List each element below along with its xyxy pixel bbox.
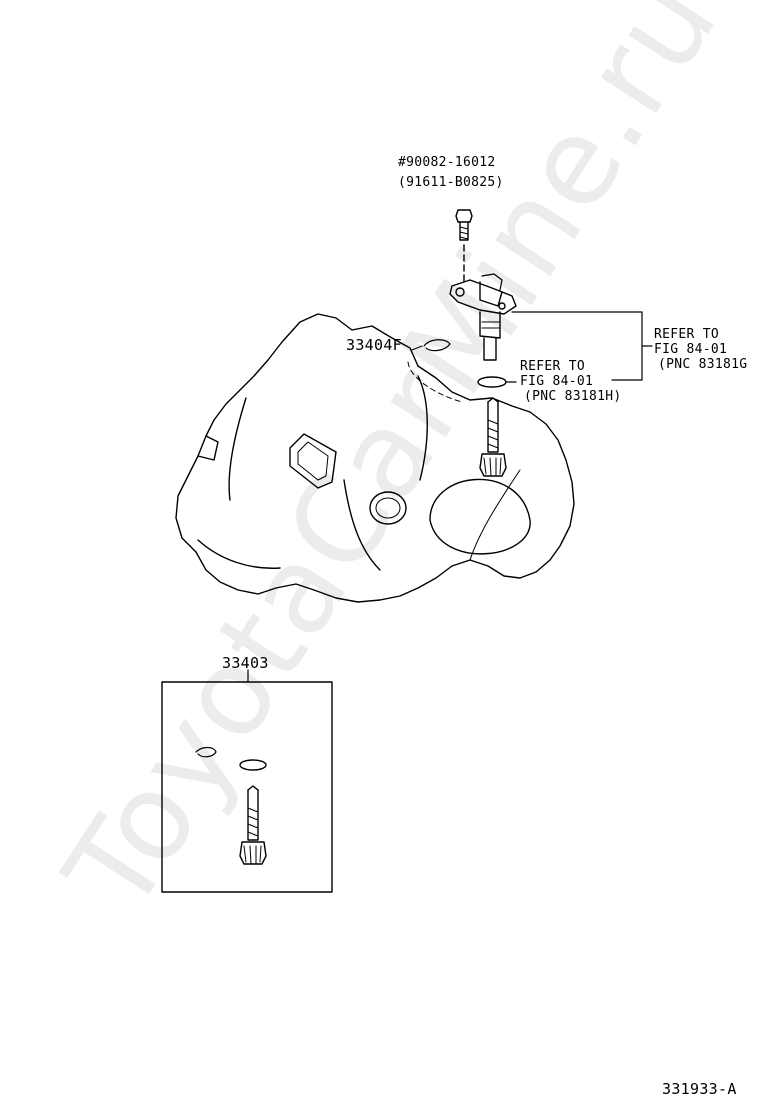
kit-box xyxy=(161,681,333,893)
bolt-part-number: #90082-16012 xyxy=(398,155,496,170)
refer-lower-line1: REFER TO xyxy=(520,359,586,374)
kit-part-number: 33403 xyxy=(222,654,269,672)
refer-upper-line2: FIG 84-01 xyxy=(654,342,728,357)
refer-upper-line1: REFER TO xyxy=(654,327,720,342)
housing-bore-left xyxy=(369,491,407,525)
clip-leader xyxy=(411,345,423,351)
clip-leader-dash xyxy=(407,361,463,403)
housing-flange-notch xyxy=(197,435,219,461)
housing-rib-c xyxy=(228,397,247,501)
kit-gear-drawing xyxy=(239,785,267,865)
speed-sensor-drawing xyxy=(449,273,517,361)
refer-lower-line3: (PNC 83181H) xyxy=(524,389,622,404)
clip-part-number: 33404F xyxy=(346,336,402,354)
housing-bore-right xyxy=(429,478,531,555)
transmission-housing-outline xyxy=(175,313,575,603)
housing-rib-e xyxy=(469,469,521,561)
bolt-drawing xyxy=(455,209,473,241)
housing-rib-b xyxy=(343,479,381,571)
figure-id: 331933-A xyxy=(662,1080,737,1098)
housing-window-inner xyxy=(297,441,329,481)
housing-bore-left-inner xyxy=(375,497,401,519)
housing-rib-a xyxy=(417,375,428,481)
driven-gear-drawing xyxy=(479,397,507,477)
clip-drawing xyxy=(423,339,451,352)
refer-upper-line3: (PNC 83181G xyxy=(658,357,748,372)
refer-lower-line2: FIG 84-01 xyxy=(520,374,594,389)
kit-o-ring-drawing xyxy=(239,759,267,771)
kit-clip-drawing xyxy=(195,746,217,758)
housing-window xyxy=(289,433,337,489)
housing-rib-d xyxy=(197,539,281,569)
bolt-alt-part-number: (91611-B0825) xyxy=(398,175,504,190)
o-ring xyxy=(477,376,507,388)
